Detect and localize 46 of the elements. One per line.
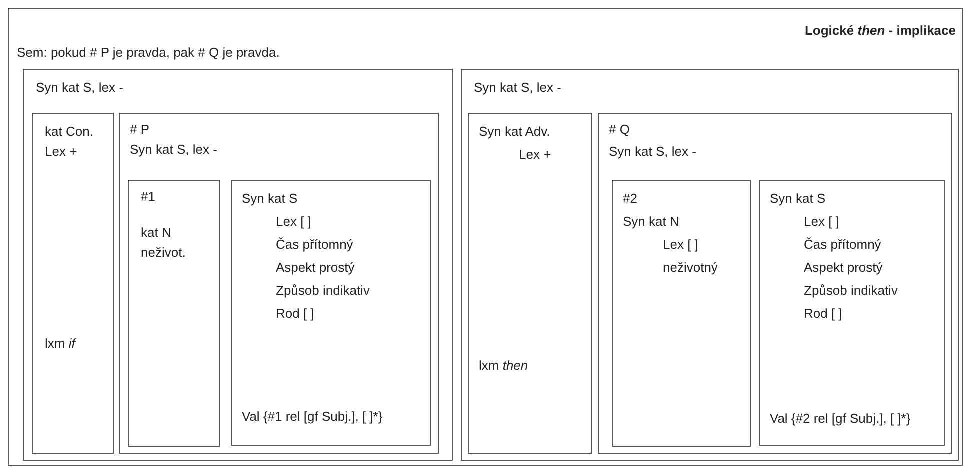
feature-box bbox=[128, 180, 220, 447]
feature-text: # P bbox=[130, 122, 150, 138]
feature-text: Lex + bbox=[519, 147, 552, 163]
feature-text: Syn kat S, lex - bbox=[130, 142, 218, 158]
feature-box bbox=[32, 113, 114, 454]
frame bbox=[8, 8, 963, 466]
feature-text: Syn kat N bbox=[623, 214, 680, 230]
feature-text: Syn kat Adv. bbox=[479, 124, 550, 140]
feature-box bbox=[759, 180, 945, 446]
feature-box bbox=[231, 180, 431, 446]
feature-text: Způsob indikativ bbox=[804, 283, 898, 299]
feature-text: neživot. bbox=[141, 245, 186, 261]
feature-box bbox=[119, 113, 439, 454]
feature-text: Lex [ ] bbox=[276, 214, 312, 230]
feature-text: Způsob indikativ bbox=[276, 283, 370, 299]
feature-text: neživotný bbox=[663, 260, 718, 276]
feature-text: Čas přítomný bbox=[804, 237, 882, 253]
feature-text: Rod [ ] bbox=[804, 306, 842, 322]
title: Logické then - implikace bbox=[804, 23, 956, 39]
feature-text: Syn kat S, lex - bbox=[609, 144, 696, 160]
feature-text: Syn kat S, lex - bbox=[474, 80, 562, 96]
feature-text: kat Con. bbox=[45, 124, 94, 140]
feature-text: Syn kat S bbox=[770, 191, 826, 207]
feature-text: Aspekt prostý bbox=[276, 260, 355, 276]
feature-text: Lex [ ] bbox=[804, 214, 840, 230]
feature-text: Syn kat S, lex - bbox=[36, 80, 124, 96]
feature-text: Val {#1 rel [gf Subj.], [ ]*} bbox=[242, 409, 383, 425]
feature-text: Aspekt prostý bbox=[804, 260, 883, 276]
feature-box bbox=[468, 113, 592, 454]
feature-text: lxm then bbox=[479, 358, 528, 374]
feature-box bbox=[23, 69, 453, 461]
feature-text: kat N bbox=[141, 225, 172, 241]
feature-box bbox=[598, 113, 952, 454]
semantics-text: Sem: pokud # P je pravda, pak # Q je pravda. bbox=[17, 45, 280, 61]
feature-text: Lex + bbox=[45, 144, 78, 160]
feature-text: #2 bbox=[623, 191, 638, 207]
feature-text: lxm if bbox=[45, 336, 76, 352]
feature-box bbox=[612, 180, 751, 447]
feature-text: Rod [ ] bbox=[276, 306, 314, 322]
feature-text: Val {#2 rel [gf Subj.], [ ]*} bbox=[770, 410, 912, 428]
feature-text: # Q bbox=[609, 122, 630, 138]
feature-text: Syn kat S bbox=[242, 191, 298, 207]
feature-text: Čas přítomný bbox=[276, 237, 354, 253]
feature-box bbox=[461, 69, 959, 461]
feature-text: #1 bbox=[141, 189, 156, 205]
feature-text: Lex [ ] bbox=[663, 237, 698, 253]
